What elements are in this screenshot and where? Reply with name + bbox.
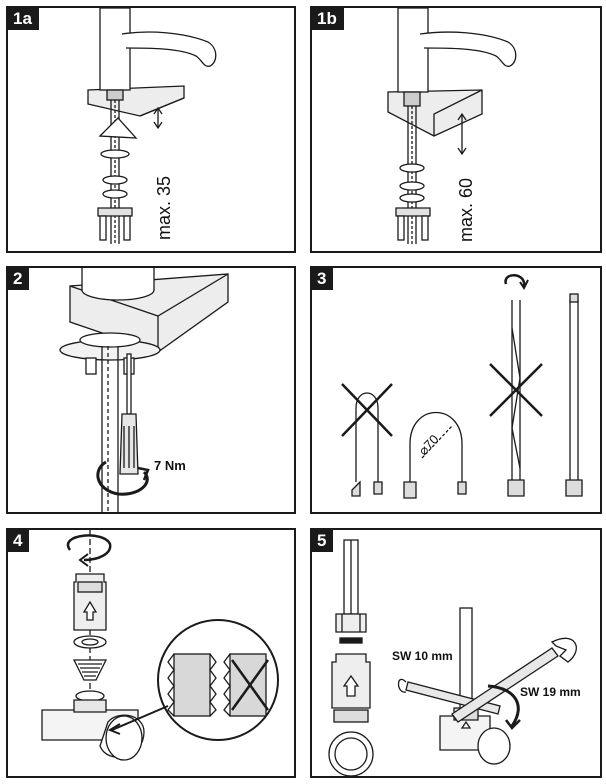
step-3-diameter-label: ⌀70 [415,432,441,458]
step-2-illustration: 7 Nm [59,268,229,512]
step-3-panel: 3 ⌀70 [310,266,602,514]
step-4-badge: 4 [8,530,30,552]
step-2-badge: 2 [8,268,30,290]
step-1b-badge: 1b [312,8,344,30]
step-1a-badge: 1a [8,8,39,30]
step-5-illustration: SW 10 mm SW 19 mm [328,539,581,776]
step-1b-max-label: max. 60 [456,178,476,242]
step-5-sw19-label: SW 19 mm [520,685,581,699]
step-5-sw10-label: SW 10 mm [392,649,453,663]
step-5-badge: 5 [312,530,334,552]
step-1b-panel: 1b max. 60 [310,6,602,253]
step-3-badge: 3 [312,268,334,290]
step-2-torque-label: 7 Nm [154,458,186,473]
step-5-panel: 5 [310,528,602,778]
step-4-panel: 4 [6,528,296,778]
step-4-illustration [41,530,279,761]
step-3-illustration: ⌀70 [341,274,583,499]
step-1a-max-label: max. 35 [154,176,174,240]
step-1b-illustration: max. 60 [387,8,517,244]
step-2-panel: 2 [6,266,296,514]
step-1a-panel: 1a [6,6,296,253]
step-1a-illustration: max. 35 [87,8,217,244]
